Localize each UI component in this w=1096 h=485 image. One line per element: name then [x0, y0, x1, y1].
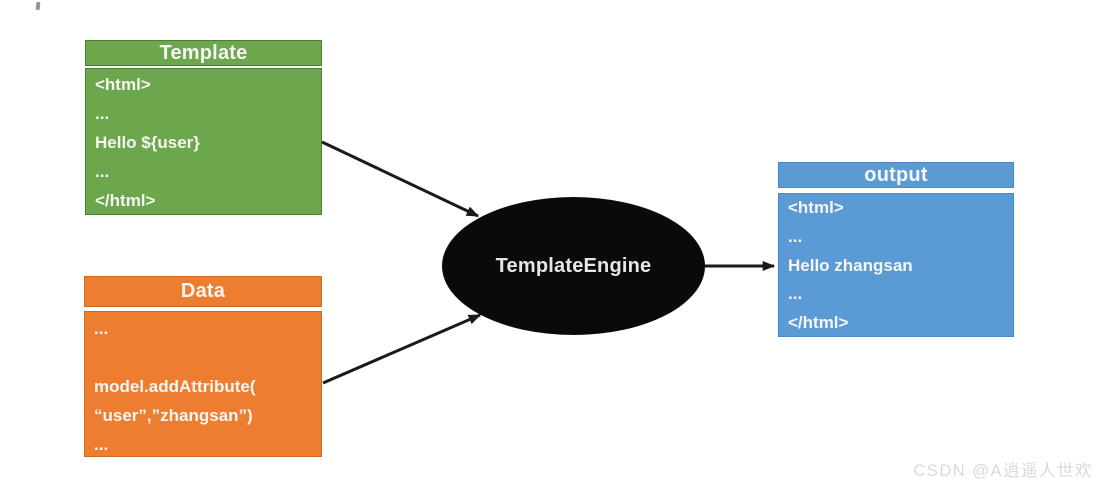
data-code-line-3: model.addAttribute( [94, 377, 256, 396]
data-code-line-1: ... [94, 319, 109, 338]
output-code-line-1: <html> [788, 198, 844, 217]
data-box-header: Data [84, 276, 322, 307]
template-engine-node: TemplateEngine [442, 197, 705, 335]
template-box-title: Template [159, 41, 248, 64]
watermark: CSDN @A逍遥人世欢 [913, 462, 1093, 480]
data-box-title: Data [180, 280, 226, 302]
template-box-header: Template [85, 40, 322, 66]
template-code-line-4: ... [95, 162, 110, 181]
template-code-line-2: ... [95, 104, 110, 123]
data-code-line-4: “user”,”zhangsan”) [94, 406, 253, 425]
arrow-data-to-engine [322, 313, 482, 385]
data-code-line-2 [94, 343, 321, 372]
template-code-line-5: </html> [95, 191, 156, 210]
arrow-template-to-engine [321, 140, 480, 218]
output-box-header: output [778, 162, 1014, 188]
output-code-line-3: Hello zhangsan [788, 255, 913, 275]
data-box-body: ... model.addAttribute( “user”,”zhangsan… [84, 311, 322, 457]
output-code-line-5: </html> [788, 313, 849, 333]
template-box-body: <html> ... Hello ${user} ... </html> [85, 68, 322, 215]
template-code-line-3: Hello ${user} [95, 133, 200, 152]
output-box-body: <html> ... Hello zhangsan ... </html> [778, 193, 1014, 337]
output-code-line-4: ... [788, 284, 803, 304]
data-code-line-5: ... [94, 435, 109, 454]
output-box-title: output [864, 163, 928, 186]
template-code-line-1: <html> [95, 75, 151, 94]
template-engine-label: TemplateEngine [495, 254, 652, 277]
artifact-speck [35, 1, 41, 11]
output-code-line-2: ... [788, 226, 803, 246]
